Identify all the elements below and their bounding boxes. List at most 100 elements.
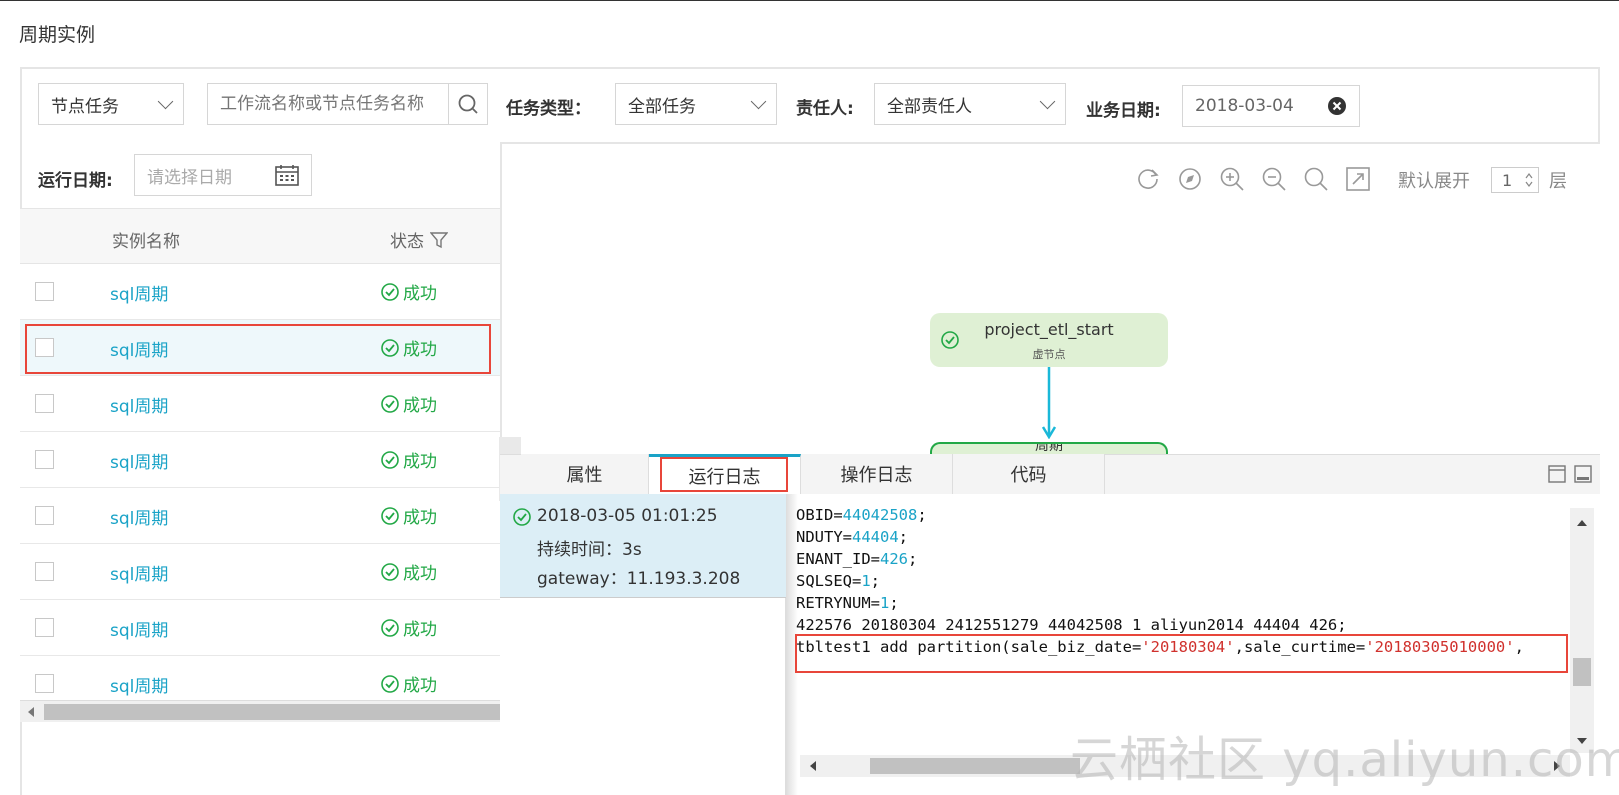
row-checkbox[interactable] (35, 282, 54, 301)
fullscreen-icon[interactable] (1345, 166, 1371, 192)
dag-node[interactable]: project_etl_start 虚节点 (930, 313, 1168, 367)
success-icon (381, 506, 399, 525)
refresh-icon[interactable] (1135, 166, 1161, 192)
biz-date-field[interactable]: 2018-03-04 (1182, 85, 1360, 127)
tab-code[interactable]: 代码 (953, 454, 1105, 494)
tab-run-log-highlight (660, 457, 788, 492)
log-line: 422576 20180304 2412551279 44042508 1 al… (796, 616, 1347, 634)
status-badge: 成功 (380, 503, 437, 528)
minimize-panel-icon[interactable] (1574, 465, 1592, 483)
node-type-select[interactable]: 节点任务 (38, 83, 184, 125)
log-line: SQLSEQ=1; (796, 572, 881, 590)
biz-date-value: 2018-03-04 (1195, 96, 1294, 116)
status-badge: 成功 (380, 615, 437, 640)
instance-name-link[interactable]: sql周期 (110, 397, 169, 417)
instance-name-link[interactable]: sql周期 (110, 677, 169, 697)
zoom-out-icon[interactable] (1261, 166, 1287, 192)
success-icon (381, 338, 399, 357)
search-icon[interactable] (1303, 166, 1329, 192)
scroll-thumb[interactable] (870, 758, 1080, 774)
chevron-down-icon (750, 93, 767, 109)
run-date-label: 运行日期: (38, 171, 113, 191)
instance-name-link[interactable]: sql周期 (110, 341, 169, 361)
tab-run-log[interactable]: 运行日志 (649, 454, 801, 494)
table-header: 实例名称 状态 (20, 208, 500, 264)
log-line: NDUTY=44404; (796, 528, 909, 546)
instance-name-link[interactable]: sql周期 (110, 453, 169, 473)
expand-label: 默认展开 (1398, 171, 1470, 192)
table-row[interactable]: sql周期成功 (20, 320, 500, 376)
instance-name-link[interactable]: sql周期 (110, 565, 169, 585)
log-entry-gateway: gateway：11.193.3.208 (537, 569, 741, 589)
row-checkbox[interactable] (35, 506, 54, 525)
log-horizontal-scrollbar[interactable] (800, 755, 1570, 777)
locate-icon[interactable] (1177, 166, 1203, 192)
watermark: 云栖社区 yq.aliyun.com (1070, 732, 1619, 788)
page-title: 周期实例 (19, 24, 96, 46)
task-type-select[interactable]: 全部任务 (615, 83, 777, 125)
row-checkbox[interactable] (35, 674, 54, 693)
status-text: 成功 (403, 564, 437, 584)
table-row[interactable]: sql周期 成功 (20, 544, 500, 600)
status-badge: 成功 (380, 559, 437, 584)
expand-level-stepper[interactable]: 1 (1491, 167, 1539, 193)
owner-select[interactable]: 全部责任人 (874, 83, 1066, 125)
restore-panel-icon[interactable] (1548, 465, 1566, 483)
search-button[interactable] (448, 83, 488, 125)
status-header-label: 状态 (390, 232, 424, 252)
instance-name-link[interactable]: sql周期 (110, 285, 169, 305)
table-row[interactable]: sql周期 成功 (20, 600, 500, 656)
status-text: 成功 (403, 508, 437, 528)
scroll-right-icon[interactable] (1552, 760, 1562, 772)
partition-line-highlight (795, 634, 1568, 673)
table-row[interactable]: sql周期 成功 (20, 264, 500, 320)
dag-node-name: project_etl_start (984, 320, 1114, 339)
scroll-left-icon[interactable] (808, 760, 818, 772)
log-vertical-scrollbar[interactable] (1570, 508, 1594, 753)
stepper-arrows-icon[interactable] (1524, 171, 1534, 189)
table-row[interactable]: sql周期 成功 (20, 488, 500, 544)
clear-icon[interactable] (1327, 96, 1347, 116)
row-checkbox[interactable] (35, 562, 54, 581)
table-horizontal-scrollbar[interactable] (20, 700, 500, 722)
success-icon (941, 331, 959, 349)
scroll-down-icon[interactable] (1576, 736, 1588, 746)
expand-level-value: 1 (1502, 170, 1513, 190)
status-text: 成功 (403, 284, 437, 304)
row-checkbox[interactable] (35, 338, 54, 357)
scroll-up-icon[interactable] (1576, 518, 1588, 528)
instance-name-link[interactable]: sql周期 (110, 621, 169, 641)
scroll-thumb[interactable] (1573, 658, 1591, 686)
log-line: RETRYNUM=1; (796, 594, 899, 612)
column-header-status[interactable]: 状态 (390, 227, 448, 252)
table-row[interactable]: sql周期成功 (20, 432, 500, 488)
status-badge: 成功 (380, 391, 437, 416)
tab-operation-log[interactable]: 操作日志 (801, 454, 953, 494)
chevron-down-icon (157, 93, 174, 109)
scroll-left-icon[interactable] (26, 706, 36, 718)
scroll-thumb[interactable] (44, 704, 500, 720)
row-checkbox[interactable] (35, 618, 54, 637)
dag-node-next-name: 周期 (1035, 442, 1063, 454)
log-content[interactable]: OBID=44042508; NDUTY=44404; ENANT_ID=426… (796, 500, 1568, 762)
table-row[interactable]: sql周期 成功 (20, 376, 500, 432)
log-entry[interactable]: 2018-03-05 01:01:25 持续时间：3s gateway：11.1… (500, 494, 786, 598)
run-log-list: 2018-03-05 01:01:25 持续时间：3s gateway：11.1… (500, 494, 786, 795)
zoom-in-icon[interactable] (1219, 166, 1245, 192)
selected-row-highlight (25, 324, 491, 374)
calendar-icon (275, 165, 299, 186)
row-checkbox[interactable] (35, 394, 54, 413)
tab-properties[interactable]: 属性 (521, 454, 649, 494)
dag-edge-arrow (1041, 367, 1057, 439)
filter-icon[interactable] (430, 231, 448, 249)
success-icon (513, 508, 531, 526)
row-checkbox[interactable] (35, 450, 54, 469)
status-badge: 成功 (380, 279, 437, 304)
owner-value: 全部责任人 (887, 96, 972, 117)
log-line: ENANT_ID=426; (796, 550, 918, 568)
success-icon (381, 450, 399, 469)
run-date-field[interactable]: 请选择日期 (134, 154, 312, 196)
instance-name-link[interactable]: sql周期 (110, 509, 169, 529)
search-input[interactable] (207, 83, 450, 125)
status-badge: 成功 (380, 671, 437, 696)
